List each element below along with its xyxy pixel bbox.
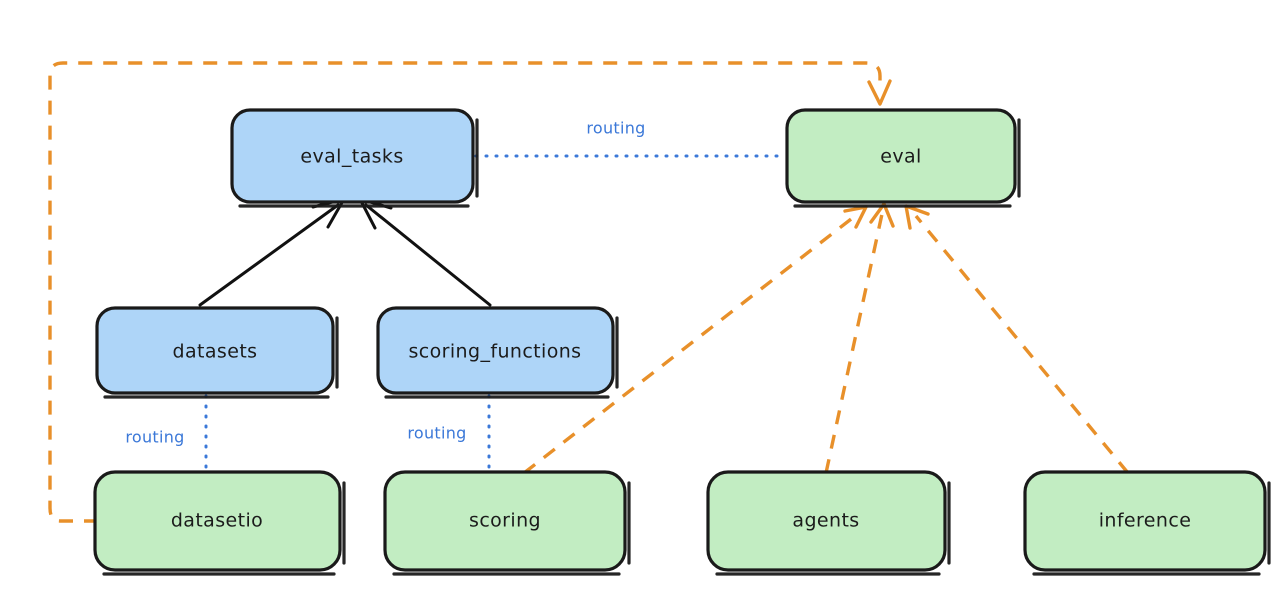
node-eval-tasks-sketch xyxy=(238,118,479,208)
node-agents-sketch xyxy=(715,481,951,576)
node-eval-shape xyxy=(785,108,1017,204)
edge-label-routing-scoring: routing xyxy=(407,424,466,443)
node-datasetio[interactable]: datasetio xyxy=(93,470,346,576)
arrowhead-orange-scoring xyxy=(843,205,868,229)
node-scoring-sketch xyxy=(392,481,631,576)
node-eval-label: eval xyxy=(880,146,921,168)
arrowhead-orange-agents xyxy=(869,202,895,228)
edge-label-layer: routing routing routing xyxy=(125,119,645,447)
node-scoring-functions[interactable]: scoring_functions xyxy=(376,306,619,399)
edge-datasetio-eval xyxy=(48,61,892,523)
node-scoring-shape xyxy=(383,470,627,572)
node-datasetio-sketch xyxy=(102,481,346,576)
edge-datasets-evaltasks xyxy=(198,197,346,307)
node-eval[interactable]: eval xyxy=(785,108,1021,208)
node-datasets[interactable]: datasets xyxy=(95,306,339,399)
edge-inference-eval xyxy=(904,204,1130,475)
node-scoring-functions-label: scoring_functions xyxy=(409,341,582,363)
node-inference-label: inference xyxy=(1099,510,1192,532)
node-datasets-label: datasets xyxy=(173,341,258,363)
node-eval-sketch xyxy=(793,118,1021,208)
node-scoring-label: scoring xyxy=(469,510,541,532)
node-scoring-functions-sketch xyxy=(384,316,619,399)
node-agents-shape xyxy=(706,470,947,572)
edge-layer xyxy=(48,61,1130,523)
node-agents[interactable]: agents xyxy=(706,470,951,576)
node-layer: eval_tasks eval datasets scoring_functio… xyxy=(93,108,1271,576)
node-scoring-functions-shape xyxy=(376,306,615,395)
node-eval-tasks-label: eval_tasks xyxy=(300,146,403,168)
edge-label-routing-eval: routing xyxy=(586,119,645,138)
node-eval-tasks-shape xyxy=(230,108,475,204)
node-inference-shape xyxy=(1023,470,1267,572)
node-datasets-sketch xyxy=(103,316,339,399)
node-datasets-shape xyxy=(95,306,335,395)
node-datasetio-shape xyxy=(93,470,342,572)
edge-scoringfn-evaltasks xyxy=(358,197,492,307)
node-scoring[interactable]: scoring xyxy=(383,470,631,576)
arrowhead-orange-eval-top xyxy=(867,79,892,106)
node-inference-sketch xyxy=(1032,481,1271,576)
node-agents-label: agents xyxy=(792,510,859,532)
node-inference[interactable]: inference xyxy=(1023,470,1271,576)
node-eval-tasks[interactable]: eval_tasks xyxy=(230,108,479,208)
edge-label-routing-datasetio: routing xyxy=(125,428,184,447)
edge-agents-eval xyxy=(824,202,895,474)
node-datasetio-label: datasetio xyxy=(171,510,263,532)
